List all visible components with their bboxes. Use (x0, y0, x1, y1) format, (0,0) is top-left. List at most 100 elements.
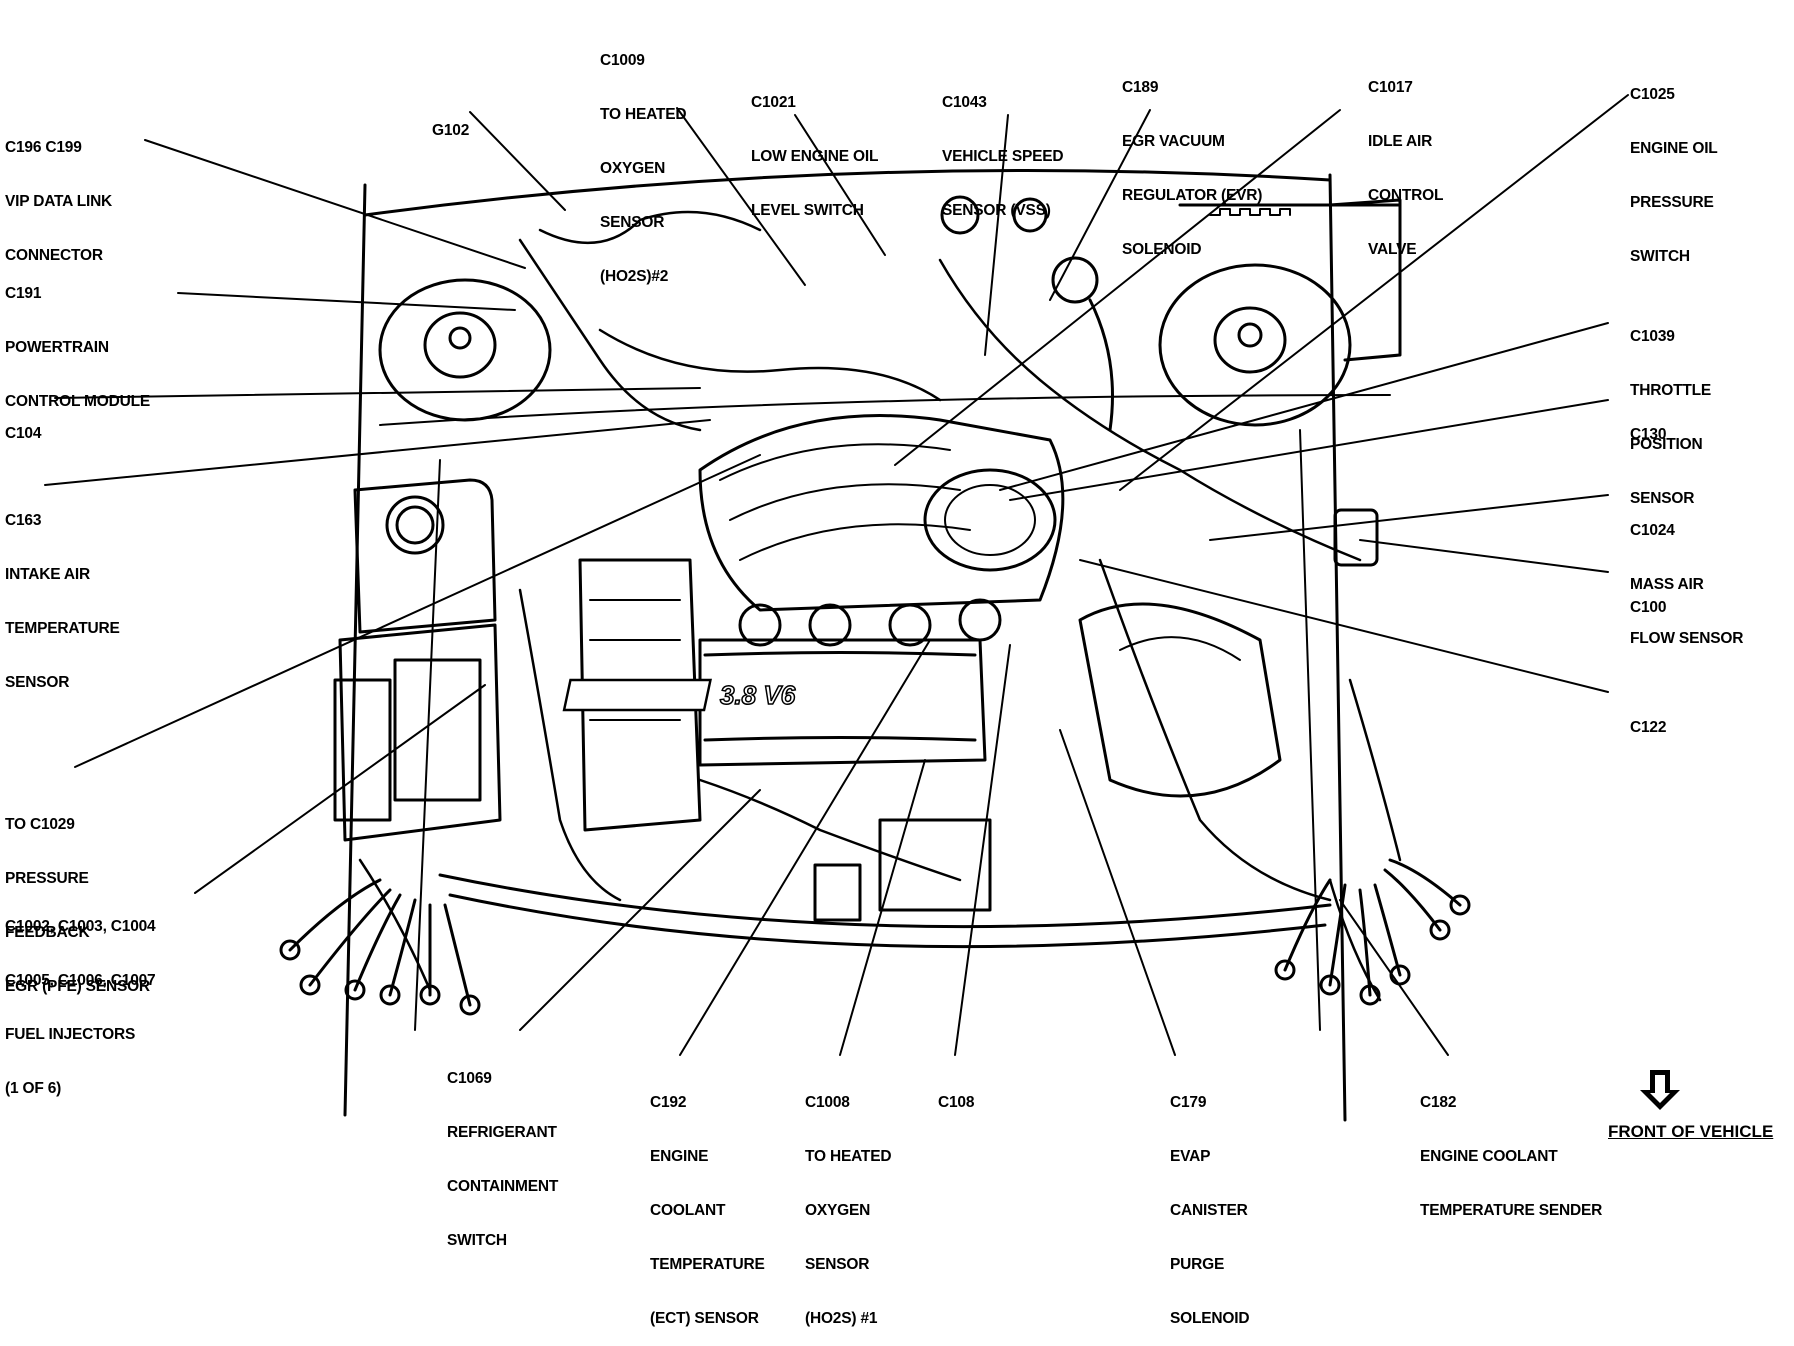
label-line: TEMPERATURE SENDER (1420, 1202, 1603, 1219)
label-line: C1017 (1368, 79, 1413, 96)
callout-c104: C104 (5, 389, 41, 461)
label-line: (ECT) SENSOR (650, 1310, 759, 1327)
label-line: FEEDBACK (5, 924, 90, 941)
label-line: C1043 (942, 94, 987, 111)
label-line: EGR VACUUM (1122, 133, 1225, 150)
label-line: ENGINE OIL (1630, 140, 1718, 157)
engine-block (578, 558, 987, 832)
label-line: SOLENOID (1170, 1310, 1250, 1327)
label-line: C1005, C1006, C1007 (5, 972, 156, 989)
label-line: C1025 (1630, 86, 1675, 103)
label-line: CONTROL (1368, 187, 1444, 204)
label-line: C122 (1630, 719, 1667, 736)
callout-fuel-injectors: C1002, C1003, C1004 C1005, C1006, C1007 … (5, 882, 156, 1116)
callout-c1009-ho2s-2: C1009 TO HEATED OXYGEN SENSOR (HO2S)#2 (600, 16, 687, 304)
label-line: VALVE (1368, 241, 1417, 258)
label-line: POWERTRAIN (5, 339, 109, 356)
label-line: C1008 (805, 1094, 850, 1111)
label-line: TO HEATED (805, 1148, 892, 1165)
plug-wire-boots-left (279, 878, 481, 1016)
label-line: G102 (432, 122, 470, 139)
label-line: C1021 (751, 94, 796, 111)
label-line: TEMPERATURE (650, 1256, 765, 1273)
intake-manifold (698, 414, 1065, 647)
callout-c1043-vss: C1043 VEHICLE SPEED SENSOR (VSS) (942, 58, 1064, 238)
label-line: C1009 (600, 52, 645, 69)
callout-c1069-refrigerant: C1069 REFRIGERANT CONTAINMENT SWITCH (447, 1034, 558, 1268)
label-line: C189 (1122, 79, 1159, 96)
label-line: C1024 (1630, 522, 1675, 539)
callout-c1025-oil-pressure: C1025 ENGINE OIL PRESSURE SWITCH (1630, 50, 1718, 284)
label-line: FLOW SENSOR (1630, 630, 1744, 647)
engine-badge: 3.8 V6 (720, 680, 796, 710)
label-line: LEVEL SWITCH (751, 202, 864, 219)
label-line: TO HEATED (600, 106, 687, 123)
label-line: TO C1029 (5, 816, 75, 833)
label-line: THROTTLE (1630, 382, 1712, 399)
label-line: SENSOR (5, 674, 70, 691)
label-line: PURGE (1170, 1256, 1225, 1273)
label-line: SWITCH (447, 1232, 507, 1249)
label-line: CONTROL MODULE (5, 393, 151, 410)
label-line: CONTAINMENT (447, 1178, 559, 1195)
label-line: FUEL INJECTORS (5, 1026, 136, 1043)
label-line: PRESSURE (5, 870, 89, 887)
callout-c100: C100 (1630, 563, 1666, 635)
label-line: VIP DATA LINK (5, 193, 113, 210)
callout-c189-evr: C189 EGR VACUUM REGULATOR (EVR) SOLENOID (1122, 43, 1262, 277)
label-line: OXYGEN (600, 160, 666, 177)
label-line: SENSOR (1630, 490, 1695, 507)
label-line: C1039 (1630, 328, 1675, 345)
battery-box (333, 478, 502, 842)
label-line: C163 (5, 512, 42, 529)
label-line: EVAP (1170, 1148, 1211, 1165)
label-line: C182 (1420, 1094, 1457, 1111)
label-line: (1 OF 6) (5, 1080, 62, 1097)
callout-c182-coolant-sender: C182 ENGINE COOLANT TEMPERATURE SENDER (1420, 1058, 1602, 1238)
callout-g102: G102 (432, 86, 469, 158)
label-line: SOLENOID (1122, 241, 1202, 258)
right-side-components (940, 195, 1379, 798)
label-line: C196 C199 (5, 139, 82, 156)
label-line: INTAKE AIR (5, 566, 90, 583)
leader-lines (44, 94, 1629, 1056)
label-line: C104 (5, 425, 42, 442)
front-of-vehicle-label: FRONT OF VEHICLE (1608, 1122, 1774, 1141)
vehicle-body-outline (343, 169, 1402, 1122)
label-line: OXYGEN (805, 1202, 871, 1219)
label-line: LOW ENGINE OIL (751, 148, 879, 165)
label-line: POSITION (1630, 436, 1703, 453)
plug-wire-boots-right (1274, 858, 1471, 1006)
label-line: C191 (5, 285, 42, 302)
label-line: CANISTER (1170, 1202, 1248, 1219)
callout-c1039-tps: C1039 THROTTLE POSITION SENSOR (1630, 292, 1711, 526)
label-line: (HO2S)#2 (600, 268, 669, 285)
callout-c1029-pfe: TO C1029 PRESSURE FEEDBACK EGR (PFE) SEN… (5, 780, 150, 1014)
label-line: REGULATOR (EVR) (1122, 187, 1263, 204)
label-line: CONNECTOR (5, 247, 103, 264)
label-line: MASS AIR (1630, 576, 1704, 593)
label-line: COOLANT (650, 1202, 726, 1219)
right-strut-tower (1158, 263, 1352, 427)
label-line: VEHICLE SPEED (942, 148, 1064, 165)
callout-c163-iat: C163 INTAKE AIR TEMPERATURE SENSOR (5, 476, 120, 710)
callout-c1008-ho2s-1: C1008 TO HEATED OXYGEN SENSOR (HO2S) #1 (805, 1058, 892, 1346)
label-line: TEMPERATURE (5, 620, 120, 637)
label-line: C1069 (447, 1070, 492, 1087)
label-line: ENGINE COOLANT (1420, 1148, 1558, 1165)
label-line: C100 (1630, 599, 1667, 616)
callout-c191-pcm: C191 POWERTRAIN CONTROL MODULE (5, 249, 150, 429)
label-line: SENSOR (805, 1256, 870, 1273)
engine-compartment-diagram: 3.8 V6 (44, 94, 1680, 1122)
label-line: (HO2S) #1 (805, 1310, 878, 1327)
label-line: C1002, C1003, C1004 (5, 918, 156, 935)
label-line: PRESSURE (1630, 194, 1714, 211)
label-line: SENSOR (600, 214, 665, 231)
callout-c122: C122 (1630, 683, 1666, 755)
label-line: C130 (1630, 426, 1667, 443)
callout-c1024-maf: C1024 MASS AIR FLOW SENSOR (1630, 486, 1743, 666)
radiator-support (438, 818, 1332, 949)
label-line: IDLE AIR (1368, 133, 1433, 150)
label-line: C108 (938, 1094, 975, 1111)
label-line: EGR (PFE) SENSOR (5, 978, 150, 995)
